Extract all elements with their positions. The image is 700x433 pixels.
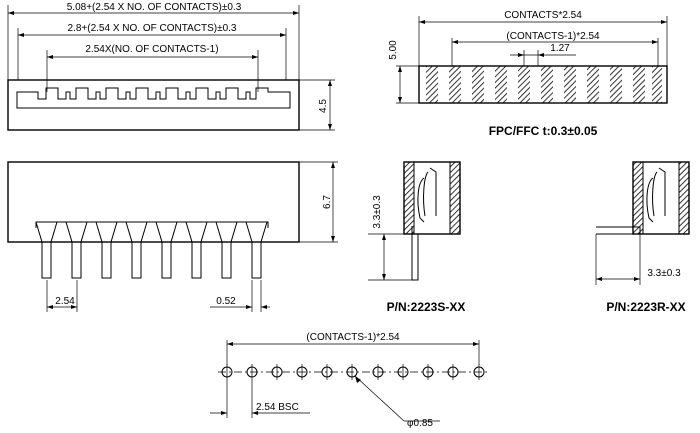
dim-footprint-hole: φ0.85 bbox=[407, 418, 433, 429]
dim-front-height: 6.7 bbox=[322, 195, 333, 209]
dim-overall-length: 5.08+(2.54 X NO. OF CONTACTS)±0.3 bbox=[67, 2, 242, 13]
fpc-contact-pads bbox=[426, 66, 662, 103]
dim-right-angle-pin: 3.3±0.3 bbox=[647, 268, 681, 279]
dim-inner-length: 2.8+(2.54 X NO. OF CONTACTS)±0.3 bbox=[68, 23, 237, 34]
footprint-holes bbox=[221, 364, 485, 380]
fpc-view: CONTACTS*2.54 (CONTACTS-1)*2.54 1.27 5.0… bbox=[388, 10, 668, 138]
fpc-caption: FPC/FFC t:0.3±0.05 bbox=[489, 124, 598, 138]
dim-footprint-total: (CONTACTS-1)*2.54 bbox=[306, 332, 400, 343]
dim-straight-pin: 3.3±0.3 bbox=[372, 195, 383, 229]
dim-fpc-width: 5.00 bbox=[388, 40, 399, 60]
pcb-footprint: (CONTACTS-1)*2.54 2.54 BSC φ0.85 bbox=[210, 332, 490, 429]
dim-pin-width: 0.52 bbox=[216, 296, 236, 307]
top-body-outline bbox=[7, 79, 300, 131]
front-pins bbox=[35, 221, 268, 279]
top-contact-profile bbox=[16, 87, 291, 109]
right-angle-part-number: P/N:2223R-XX bbox=[606, 300, 685, 314]
front-body-outline bbox=[7, 161, 300, 243]
dim-fpc-contacts: CONTACTS*2.54 bbox=[504, 10, 582, 21]
front-view: 6.7 2.54 0.52 bbox=[7, 161, 338, 312]
front-housing-bottom bbox=[35, 221, 269, 228]
dim-footprint-pitch: 2.54 BSC bbox=[256, 402, 299, 413]
straight-side-view: 3.3±0.3 P/N:2223S-XX bbox=[368, 161, 466, 314]
right-angle-side-view: 3.3±0.3 P/N:2223R-XX bbox=[595, 161, 690, 314]
dim-pitch-span: 2.54X(NO. OF CONTACTS-1) bbox=[85, 44, 218, 55]
straight-part-number: P/N:2223S-XX bbox=[387, 300, 466, 314]
dim-pin-pitch: 2.54 bbox=[55, 296, 75, 307]
top-view: 5.08+(2.54 X NO. OF CONTACTS)±0.3 2.8+(2… bbox=[7, 2, 335, 131]
dim-fpc-pitch: 1.27 bbox=[550, 43, 570, 54]
dim-top-height: 4.5 bbox=[318, 99, 329, 113]
dim-fpc-pitch-total: (CONTACTS-1)*2.54 bbox=[506, 31, 600, 42]
